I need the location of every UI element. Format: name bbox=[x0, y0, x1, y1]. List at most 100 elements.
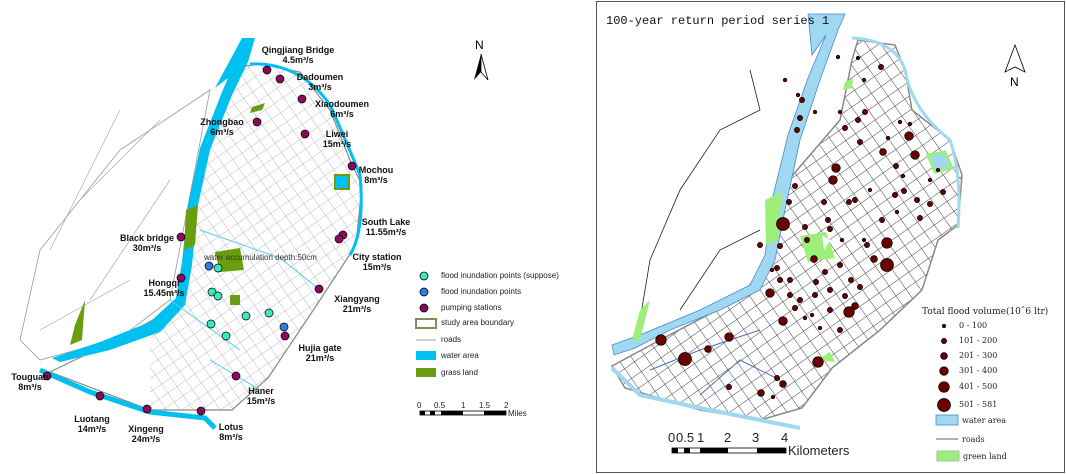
pumping-station-marker bbox=[142, 404, 152, 414]
green-land bbox=[765, 192, 782, 245]
flood-volume-marker bbox=[870, 255, 878, 263]
station-name: Lotus bbox=[218, 422, 244, 432]
flood-volume-marker bbox=[786, 199, 792, 205]
station-flow: 8m³/s bbox=[219, 432, 243, 442]
right-map-title: 100-year return period series 1 bbox=[606, 14, 830, 28]
pumping-station-marker bbox=[42, 371, 52, 381]
flood-volume-marker bbox=[855, 117, 861, 123]
flood-volume-marker bbox=[821, 199, 827, 205]
flood-volume-marker bbox=[726, 384, 732, 390]
station-name: South Lake bbox=[361, 217, 411, 227]
station-flow: 14m³/s bbox=[77, 424, 107, 434]
station-name: Dadoumen bbox=[296, 72, 344, 82]
pumping-station-marker bbox=[334, 234, 344, 244]
flood-volume-marker bbox=[910, 150, 920, 160]
flood-volume-marker bbox=[842, 125, 848, 131]
scale-tick: 0.5 bbox=[434, 401, 446, 410]
mochou-lake bbox=[334, 174, 350, 190]
flood-volume-marker bbox=[901, 188, 907, 194]
flood-volume-marker bbox=[879, 217, 885, 223]
river bbox=[611, 13, 846, 356]
flood-volume-marker bbox=[878, 64, 884, 70]
pumping-station-marker bbox=[314, 284, 324, 294]
scale-tick: 1.5 bbox=[479, 401, 491, 410]
legend-volume-symbol bbox=[941, 338, 947, 344]
flood-volume-marker bbox=[861, 237, 867, 243]
monument bbox=[822, 235, 830, 250]
flood-volume-marker bbox=[927, 201, 933, 207]
pumping-station-marker bbox=[275, 74, 285, 84]
flood-volume-marker bbox=[827, 287, 833, 293]
flood-volume-marker bbox=[812, 356, 824, 368]
flood-volume-marker bbox=[839, 237, 845, 243]
right-legend-symbols bbox=[935, 323, 960, 462]
pumping-stations bbox=[42, 65, 357, 416]
station-flow: 15m³/s bbox=[322, 139, 352, 149]
station-flow: 24m³/s bbox=[131, 434, 161, 444]
flood-volume-marker bbox=[795, 92, 801, 98]
flood-volume-marker bbox=[782, 77, 788, 83]
flood-volume-marker bbox=[857, 139, 863, 145]
flood-volume-marker bbox=[828, 175, 838, 185]
station-flow: 15m³/s bbox=[362, 262, 392, 272]
flood-volume-marker bbox=[810, 255, 818, 263]
legend-roads: roads bbox=[441, 335, 462, 344]
legend-class: 301 - 400 bbox=[959, 366, 998, 375]
scale-tick: 2 bbox=[724, 430, 732, 445]
flood-volume-marker bbox=[837, 109, 843, 115]
station-flow: 21m³/s bbox=[342, 304, 372, 314]
flood-point-suppose-marker bbox=[264, 308, 274, 318]
north-arrow-right bbox=[1004, 43, 1026, 73]
flood-volume-marker bbox=[831, 163, 841, 173]
station-flow: 8m³/s bbox=[364, 175, 388, 185]
flood-volume-marker bbox=[804, 237, 810, 243]
legend-volume-symbol bbox=[940, 352, 948, 360]
flood-volume-marker bbox=[904, 131, 914, 141]
flood-volume-marker bbox=[897, 119, 903, 125]
legend-title: Total flood volume(10ˆ6 ltr) bbox=[922, 307, 1049, 317]
flood-point-marker bbox=[204, 261, 214, 271]
flood-volume-marker bbox=[862, 109, 868, 115]
pumping-station-marker bbox=[300, 129, 310, 139]
north-arrow-left bbox=[474, 53, 489, 81]
moat-east bbox=[249, 62, 363, 256]
flood-volume-marker bbox=[812, 292, 818, 298]
flood-volume-marker bbox=[842, 293, 848, 299]
north-label-right: N bbox=[1010, 75, 1019, 89]
flood-volume-marker bbox=[769, 267, 775, 273]
flood-volume-points bbox=[655, 54, 946, 400]
flood-volume-marker bbox=[812, 109, 818, 115]
flood-volume-marker bbox=[777, 243, 783, 249]
legend-grass-land: grass land bbox=[441, 368, 478, 377]
station-flow: 6m³/s bbox=[330, 109, 354, 119]
flood-volume-marker bbox=[827, 307, 833, 313]
flood-volume-marker bbox=[917, 215, 923, 221]
station-name: Xiaodoumen bbox=[314, 99, 369, 109]
water-accumulation-note: water accumulation depth:50cm bbox=[204, 253, 317, 262]
flood-volume-marker bbox=[792, 305, 798, 311]
scale-tick: 1 bbox=[461, 401, 466, 410]
flood-volume-marker bbox=[777, 277, 783, 283]
outer-roads bbox=[639, 69, 761, 321]
pumping-station-marker bbox=[252, 117, 262, 127]
pumping-station-marker bbox=[95, 391, 105, 401]
green-land bbox=[632, 300, 650, 340]
grass-area bbox=[230, 295, 240, 305]
legend-class: 501 - 581 bbox=[959, 400, 998, 409]
flood-volume-marker bbox=[797, 115, 803, 121]
station-name: Xingeng bbox=[128, 424, 164, 434]
pumping-station-marker bbox=[231, 371, 241, 381]
flood-volume-marker bbox=[802, 315, 808, 321]
legend-pumping-stations: pumping stations bbox=[441, 303, 502, 312]
flood-volume-marker bbox=[846, 199, 852, 205]
flood-volume-marker bbox=[765, 288, 775, 298]
